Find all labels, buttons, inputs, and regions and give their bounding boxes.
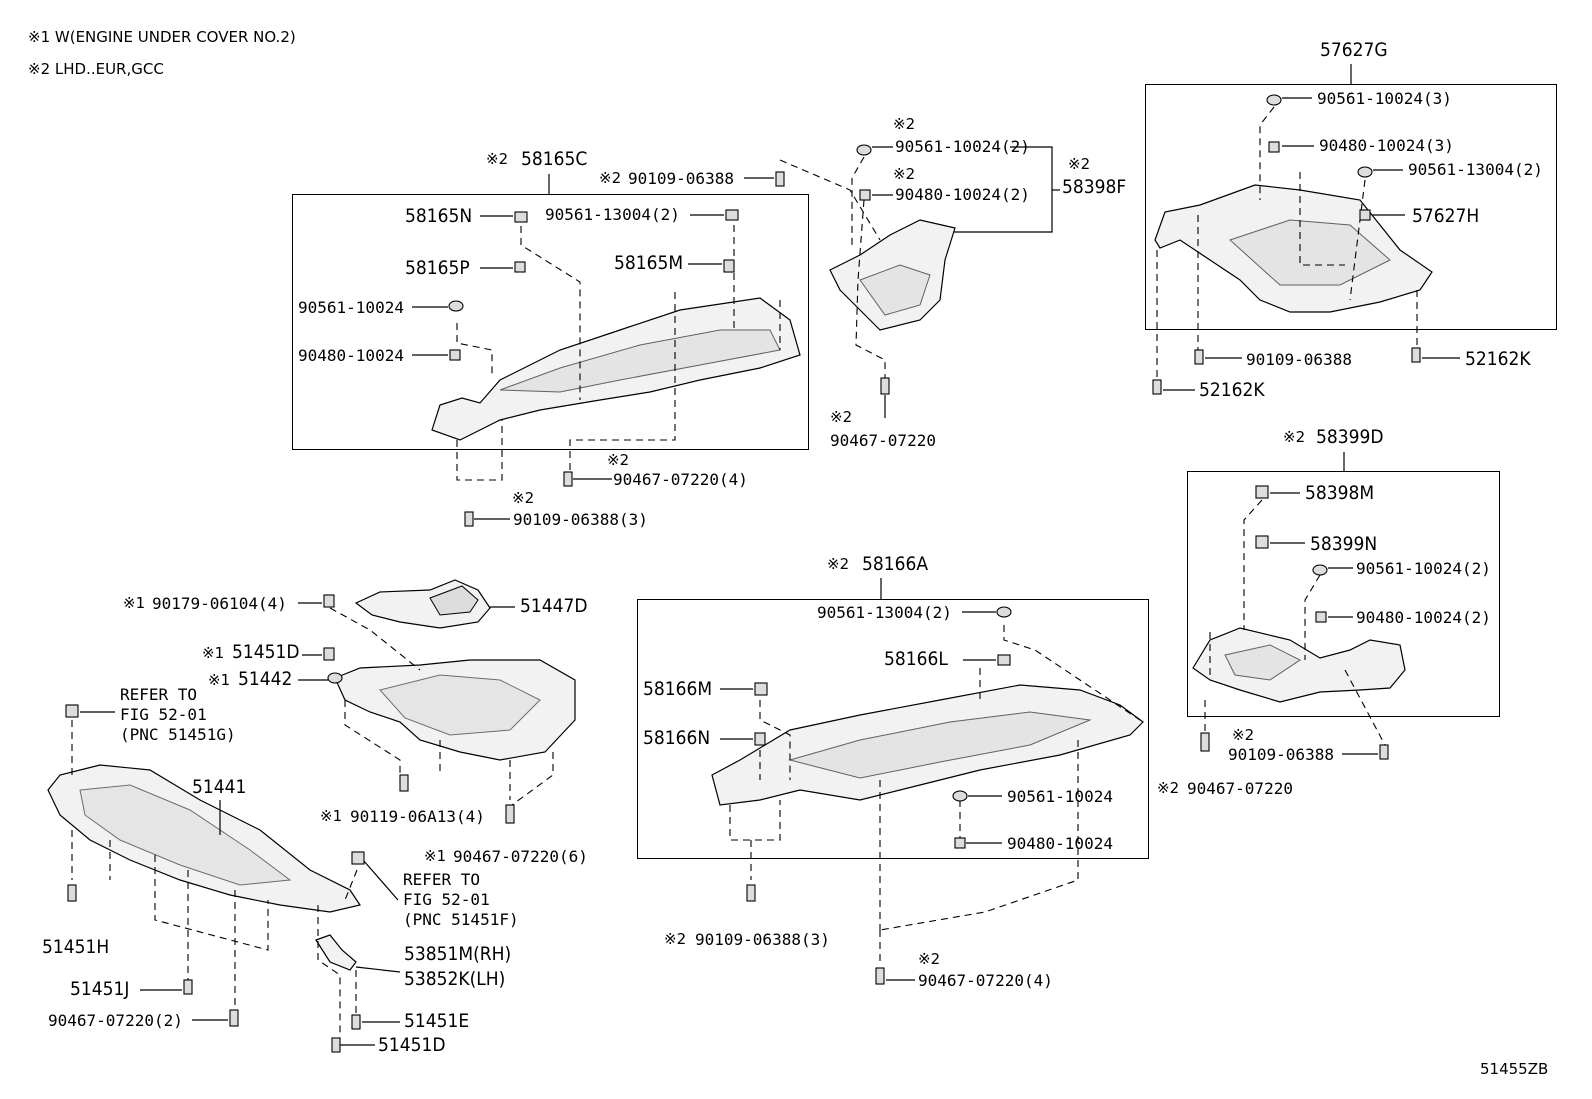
label-90561-10024-2d: 90561-10024(2) [1356,559,1491,578]
label-90467-07220-6: 90467-07220(6) [453,847,588,866]
label-51451D-a: 51451D [232,641,300,663]
mark-90119-06A13: ※1 [320,807,343,825]
label-58165P: 58165P [405,257,470,279]
label-53852K: 53852K(LH) [404,968,506,990]
label-90109-06388-top: 90109-06388 [628,169,734,188]
label-58165N: 58165N [405,205,473,227]
figure-id: 51455ZB [1480,1060,1549,1078]
refer-b-line3: (PNC 51451F) [403,910,519,929]
mark-90109-06388-3f: ※2 [664,930,687,948]
mark-90109-06388-d: ※2 [1232,726,1255,744]
refer-b-line2: FIG 52-01 [403,890,490,909]
label-90480-10024-f: 90480-10024 [1007,834,1113,853]
label-58399N: 58399N [1310,533,1378,555]
mark-90480-10024-2b: ※2 [893,165,916,183]
part-58399D-drawing [1192,627,1406,703]
label-52162K-b: 52162K [1199,379,1265,401]
label-58399D: 58399D [1316,426,1384,448]
refer-a-line1: REFER TO [120,685,198,704]
mark-90467-07220-6: ※1 [424,847,447,865]
label-58166M: 58166M [643,678,713,700]
part-58398F-drawing [829,219,956,331]
label-57627H: 57627H [1412,205,1480,227]
label-51451J: 51451J [70,978,130,1000]
label-90467-07220-4a: 90467-07220(4) [613,470,748,489]
label-90561-13004-2f: 90561-13004(2) [817,603,952,622]
group-box-58399D [1187,471,1500,717]
label-53851M: 53851M(RH) [404,943,512,965]
cover-58166A-drawing [711,684,1144,806]
label-90109-06388-3a: 90109-06388(3) [513,510,648,529]
label-90561-13004-a: 90561-13004(2) [545,205,680,224]
dashes-58165C [456,225,781,481]
group-box-57627G [1145,84,1557,330]
leader-lines [80,97,1460,1046]
mark-58398F: ※2 [1068,155,1091,173]
label-90109-06388-c: 90109-06388 [1246,350,1352,369]
mark-90561-10024-2b: ※2 [893,115,916,133]
label-51451D-b: 51451D [378,1034,446,1056]
mark-58166A: ※2 [827,555,850,573]
label-58166N: 58166N [643,727,711,749]
label-90561-10024-3: 90561-10024(3) [1317,89,1452,108]
label-58166L: 58166L [884,648,948,670]
label-58398F: 58398F [1062,176,1127,198]
refer-b-line1: REFER TO [403,870,481,889]
label-90467-07220-d: 90467-07220 [1187,779,1293,798]
label-90179-06104: 90179-06104(4) [152,594,287,613]
label-51451E: 51451E [404,1010,470,1032]
label-90561-13004-2c: 90561-13004(2) [1408,160,1543,179]
label-58166A: 58166A [862,553,929,575]
mark-58165C: ※2 [486,150,509,168]
fastener-symbols [65,94,1421,1053]
note-1: ※1 W(ENGINE UNDER COVER NO.2) [28,28,296,46]
mark-51451D-a: ※1 [202,644,225,662]
mark-90179-06104: ※1 [123,594,146,612]
label-51442: 51442 [238,668,293,690]
label-90480-10024-2d: 90480-10024(2) [1356,608,1491,627]
label-90561-10024-f: 90561-10024 [1007,787,1113,806]
mark-90109-06388-3a: ※2 [512,489,535,507]
label-51447D: 51447D [520,595,588,617]
label-57627G: 57627G [1320,39,1388,61]
note-2: ※2 LHD..EUR,GCC [28,60,164,78]
label-90480-10024-3: 90480-10024(3) [1319,136,1454,155]
label-51441: 51441 [192,776,247,798]
group-box-58165C [292,194,809,450]
part-51442-drawing [334,659,576,761]
mark-90467-07220-d: ※2 [1157,779,1180,797]
part-51441-drawing [47,764,361,913]
mark-90467-07220-4a: ※2 [607,451,630,469]
label-90561-10024-2b: 90561-10024(2) [895,137,1030,156]
label-51451H: 51451H [42,936,110,958]
bracket-53851M [315,934,357,971]
label-58165M: 58165M [614,252,684,274]
mark-58399D: ※2 [1283,428,1306,446]
label-90467-07220-2e: 90467-07220(2) [48,1011,183,1030]
mark-90467-07220-4f: ※2 [918,950,941,968]
cover-57627G-drawing [1154,184,1433,313]
refer-a-line2: FIG 52-01 [120,705,207,724]
refer-a-line3: (PNC 51451G) [120,725,236,744]
label-90119-06A13: 90119-06A13(4) [350,807,485,826]
label-90109-06388-3f: 90109-06388(3) [695,930,830,949]
label-90109-06388-d: 90109-06388 [1228,745,1334,764]
label-90480-10024-a: 90480-10024 [298,346,404,365]
label-90480-10024-2b: 90480-10024(2) [895,185,1030,204]
mark-51442: ※1 [208,671,231,689]
cover-58165C-drawing [431,297,801,441]
label-58165C: 58165C [521,148,588,170]
label-52162K-a: 52162K [1465,348,1531,370]
label-90467-07220-mid: 90467-07220 [830,431,936,450]
mark-90467-07220-mid: ※2 [830,408,853,426]
label-90467-07220-4f: 90467-07220(4) [918,971,1053,990]
part-51447D-drawing [354,579,491,629]
label-90561-10024-a: 90561-10024 [298,298,404,317]
mark-90109-06388-top: ※2 [599,169,622,187]
group-box-58166A [637,599,1149,859]
label-58398M: 58398M [1305,482,1375,504]
